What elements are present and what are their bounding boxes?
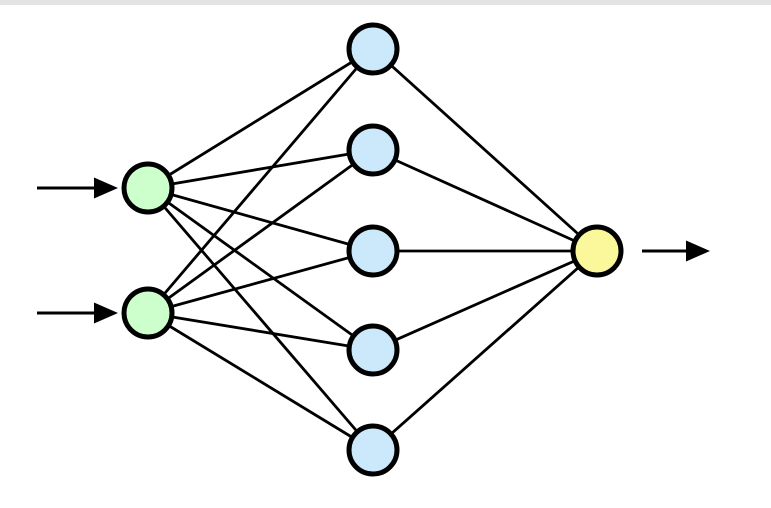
hidden-3-node: [346, 224, 400, 278]
output-1-node: [570, 224, 624, 278]
edge-input-2-hidden-3: [147, 249, 374, 315]
output-arrow: [642, 240, 710, 262]
hidden-5-node: [346, 423, 400, 477]
edge-hidden-1-output-1: [372, 47, 598, 253]
edge-input-2-hidden-2: [147, 148, 374, 315]
edge-input-1-hidden-2: [147, 148, 374, 190]
hidden-2-node: [346, 123, 400, 177]
edge-hidden-2-output-1: [372, 148, 598, 253]
input-arrow-1-head: [94, 177, 118, 199]
edge-input-2-hidden-5: [147, 311, 374, 452]
output-arrow-head: [686, 240, 710, 262]
input-arrow-2: [37, 302, 118, 324]
window-top-edge: [0, 0, 771, 5]
edge-input-1-hidden-1: [147, 47, 374, 190]
input-2-node: [121, 286, 175, 340]
input-arrow-1: [37, 177, 118, 199]
input-1-node: [121, 161, 175, 215]
hidden-4-node: [346, 323, 400, 377]
edge-hidden-5-output-1: [372, 249, 598, 452]
edge-hidden-4-output-1: [372, 249, 598, 352]
hidden-1-node: [346, 22, 400, 76]
input-arrow-2-head: [94, 302, 118, 324]
edge-input-2-hidden-1: [146, 48, 375, 314]
edge-input-2-hidden-4: [147, 311, 374, 352]
edge-input-1-hidden-5: [146, 187, 375, 451]
edge-input-1-hidden-3: [147, 186, 374, 253]
edge-input-1-hidden-4: [147, 186, 374, 352]
